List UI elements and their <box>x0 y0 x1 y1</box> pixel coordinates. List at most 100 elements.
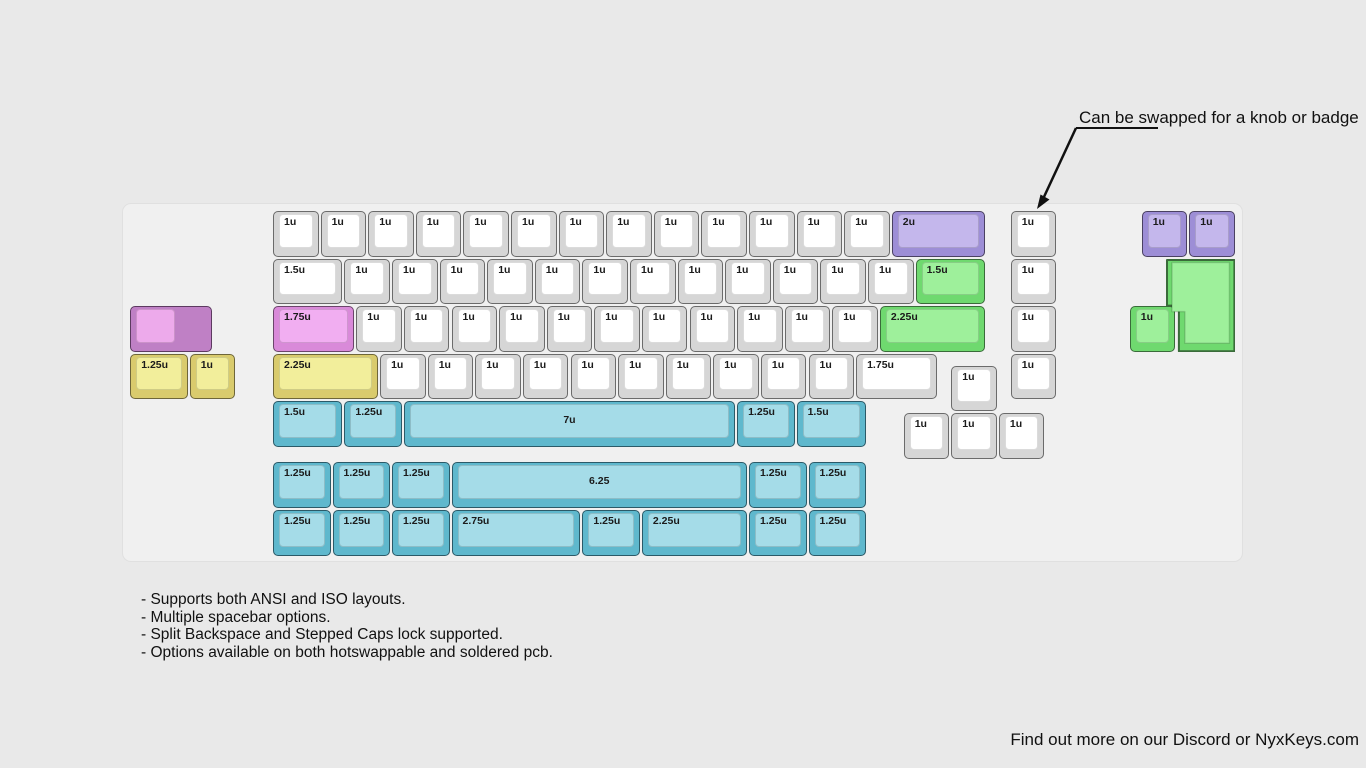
keytop: 1u <box>505 309 539 343</box>
keytop: 1.25u <box>398 465 444 499</box>
keytop: 2.25u <box>279 356 373 391</box>
key: 1.25u <box>273 462 331 508</box>
keytop: 1u <box>1004 416 1039 450</box>
key: 1u <box>427 353 474 400</box>
keytop: 1.5u <box>921 261 979 296</box>
keytop: 1.5u <box>279 261 337 296</box>
key: 6.25 <box>451 462 747 508</box>
keytop: 1u <box>838 309 872 343</box>
key: 1u <box>606 211 652 257</box>
key: 1u <box>320 211 367 257</box>
key-size-label: 1.25u <box>141 358 169 371</box>
keytop: 1u <box>957 368 991 403</box>
key: 1.5u <box>796 401 866 447</box>
keytop: 2.75u <box>457 512 575 547</box>
key-size-label: 1u <box>1021 263 1035 276</box>
key: 1.25u <box>808 509 866 556</box>
key-size-label: 1u <box>557 311 570 324</box>
keytop: 1u <box>826 261 860 296</box>
note-line: - Options available on both hotswappable… <box>141 644 553 662</box>
keytop: 1u <box>743 309 777 343</box>
key-size-label: 1u <box>605 311 618 324</box>
key-size-label: 1u <box>355 263 368 276</box>
keytop: 1u <box>576 356 611 391</box>
keytop: 1.25u <box>814 512 860 547</box>
key-size-label: 1u <box>831 263 844 276</box>
key: 1.25u <box>749 462 807 508</box>
key: 1.25u <box>332 509 390 556</box>
keytop: 1u <box>1195 214 1229 248</box>
key-size-label: 1u <box>379 216 392 228</box>
key: 1u <box>1141 211 1188 257</box>
keytop: 1u <box>600 309 634 343</box>
key-size-label: 1u <box>486 358 499 371</box>
key-size-label: 1u <box>1021 358 1035 371</box>
key-size-label: 1u <box>760 216 773 228</box>
keytop: 1u <box>802 214 837 248</box>
keytop: 1u <box>659 214 694 248</box>
key-size-label: 1.25u <box>748 406 775 419</box>
keytop: 1u <box>755 214 789 248</box>
key: 7u <box>403 401 736 447</box>
keytop: 1u <box>874 261 908 296</box>
key: 1u <box>677 258 724 305</box>
key-size-label: 1u <box>688 263 701 276</box>
keytop: 1.25u <box>350 404 396 438</box>
key: 1u <box>546 306 593 352</box>
key-size-label: 1u <box>807 216 820 228</box>
key: 1u <box>844 211 890 257</box>
key: 1u <box>868 258 914 305</box>
key-size-label: 1u <box>855 216 868 228</box>
keytop: 1u <box>421 214 456 248</box>
key-size-label: 1.25u <box>343 514 371 527</box>
keytop: 1u <box>195 356 230 391</box>
key: 1u <box>1010 211 1057 257</box>
key-size-label: 1u <box>724 358 737 371</box>
key: 1u <box>641 306 688 352</box>
keytop: 1u <box>1016 261 1051 296</box>
key-size-label: 1u <box>545 263 559 276</box>
keytop: 1.25u <box>398 512 444 547</box>
key: 1u <box>701 211 747 257</box>
key: 1u <box>463 211 509 257</box>
key-size-label: 1.25u <box>403 514 430 527</box>
key-size-label: 1u <box>533 358 547 371</box>
key-size-label: 1u <box>510 311 523 324</box>
key: 2.25u <box>879 306 985 352</box>
key-size-label: 1u <box>569 216 582 228</box>
key: 2u <box>891 211 985 257</box>
footer-link-text: Find out more on our Discord or NyxKeys.… <box>1010 730 1359 749</box>
keytop: 6.25 <box>457 465 741 499</box>
key: 1u <box>534 258 581 305</box>
key: 1u <box>737 306 783 352</box>
note-line: - Split Backspace and Stepped Caps lock … <box>141 626 503 644</box>
key-size-label: 1u <box>331 216 344 228</box>
key-size-label: 1.25u <box>284 467 311 480</box>
key-size-label: 1.5u <box>807 406 829 419</box>
key-size-label: 1.25u <box>343 467 371 480</box>
keytop: 1u <box>457 309 492 343</box>
key-size-label: 1u <box>664 216 678 228</box>
key-size-label: 1u <box>200 358 213 371</box>
keytop: 1u <box>790 309 825 343</box>
key-size-label: 1.25u <box>819 514 847 527</box>
key: 1u <box>189 353 236 400</box>
key: 1u <box>951 413 997 459</box>
key-size-label: 1.75u <box>284 311 311 324</box>
key: 1.25u <box>808 462 866 508</box>
keytop: 1u <box>909 416 944 450</box>
keytop: 1u <box>350 261 384 296</box>
key: 1u <box>1010 258 1057 305</box>
key-size-label: 1u <box>879 263 892 276</box>
key: 1u <box>772 258 819 305</box>
key-stepped <box>130 306 212 352</box>
keytop: 1u <box>766 356 801 391</box>
keytop: 1u <box>778 261 813 296</box>
key: 1u <box>356 306 402 352</box>
key-size-label: 1u <box>450 263 463 276</box>
keytop: 1.25u <box>338 512 384 547</box>
key-size-label: 1u <box>367 311 380 324</box>
key-size-label: 6.25 <box>589 475 610 488</box>
annotation-pointer-line <box>1041 127 1078 200</box>
